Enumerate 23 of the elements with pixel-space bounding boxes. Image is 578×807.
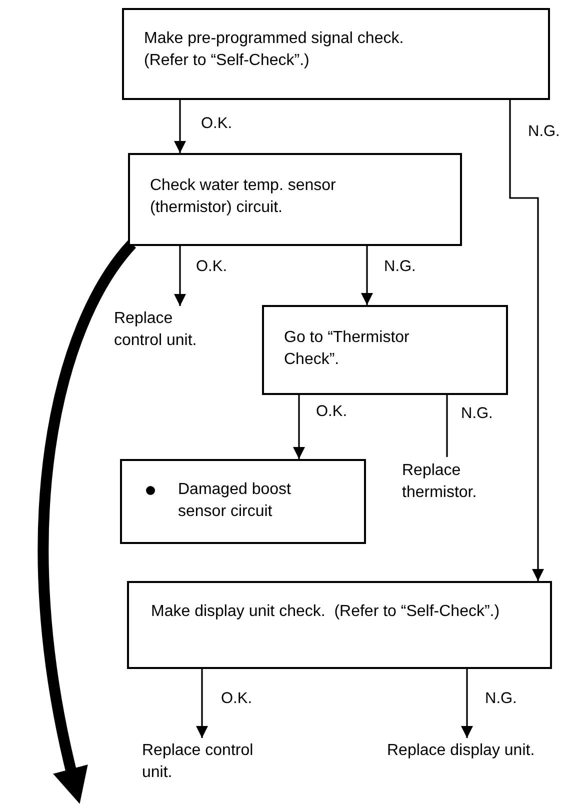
step-text: Make pre-programmed signal check. (Refer to “Self-Check”.) <box>144 29 405 71</box>
process-box <box>127 581 552 669</box>
arrow <box>174 246 186 306</box>
process-box <box>128 153 462 246</box>
process-box <box>122 8 550 100</box>
result-text: Replace control unit. <box>142 741 254 783</box>
arrow <box>509 100 544 581</box>
connector-line <box>446 395 448 457</box>
step-text: Damaged boost sensor circuit <box>178 480 292 522</box>
process-box <box>262 305 508 395</box>
curved-arrow <box>38 240 136 804</box>
arrow <box>174 100 186 153</box>
arrow <box>361 246 373 305</box>
step-text: Go to “Thermistor Check”. <box>284 328 410 370</box>
result-box <box>120 459 366 544</box>
result-text: Replace thermistor. <box>402 461 478 503</box>
result-text: Replace control unit. <box>114 309 198 351</box>
step-text: Make display unit check. (Refer to “Self-Check”.) <box>151 602 501 622</box>
result-text: Replace display unit. <box>387 741 536 761</box>
arrow <box>293 395 305 459</box>
arrow <box>196 669 208 738</box>
step-text: Check water temp. sensor (thermistor) circuit. <box>150 176 337 218</box>
arrow <box>461 669 473 738</box>
